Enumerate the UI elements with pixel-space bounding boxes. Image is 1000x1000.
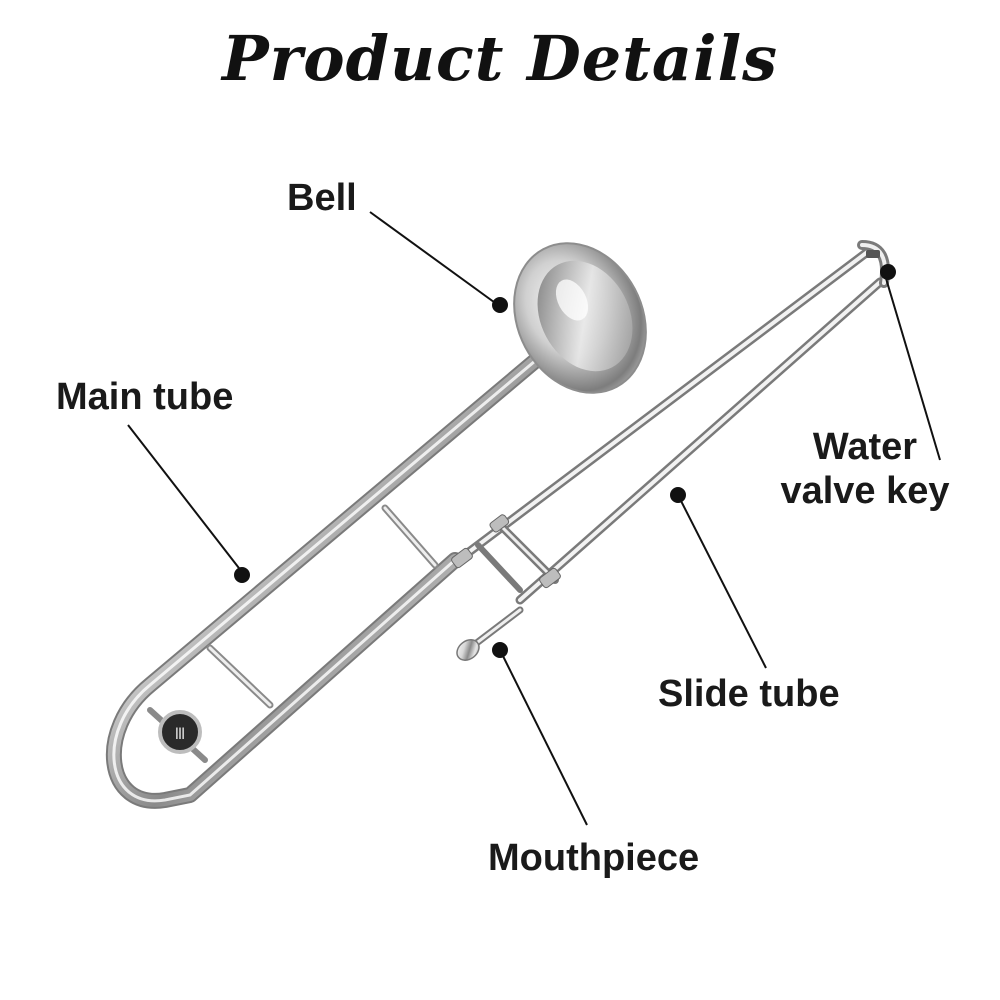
- leader-water-valve-key: [884, 274, 941, 461]
- leader-main-tube: [127, 424, 243, 573]
- leader-dot-slide-tube: [670, 487, 686, 503]
- label-main-tube: Main tube: [56, 376, 234, 418]
- bell: [513, 242, 647, 394]
- leader-bell: [369, 211, 499, 306]
- page-title: Product Details: [221, 22, 779, 95]
- svg-text:Ⅲ: Ⅲ: [174, 726, 185, 743]
- leader-dot-mouthpiece: [492, 642, 508, 658]
- label-water-valve-key: Water valve key: [775, 425, 955, 513]
- leader-mouthpiece: [499, 649, 588, 826]
- leader-lines: [127, 211, 941, 826]
- leader-dot-bell: [492, 297, 508, 313]
- main-tube: Ⅲ: [105, 278, 621, 809]
- slide-tube: [451, 240, 890, 605]
- label-mouthpiece: Mouthpiece: [488, 837, 700, 879]
- water-key-icon: [866, 250, 880, 258]
- label-water-valve-key-line1: Water: [812, 426, 918, 468]
- label-bell: Bell: [287, 177, 357, 219]
- mouthpiece: [456, 606, 524, 661]
- label-slide-tube: Slide tube: [658, 673, 840, 715]
- leader-dot-water-valve-key: [880, 264, 896, 280]
- label-water-valve-key-line2: valve key: [780, 470, 950, 512]
- badge-icon: [158, 710, 202, 754]
- leader-dot-main-tube: [234, 567, 250, 583]
- leader-slide-tube: [677, 494, 767, 669]
